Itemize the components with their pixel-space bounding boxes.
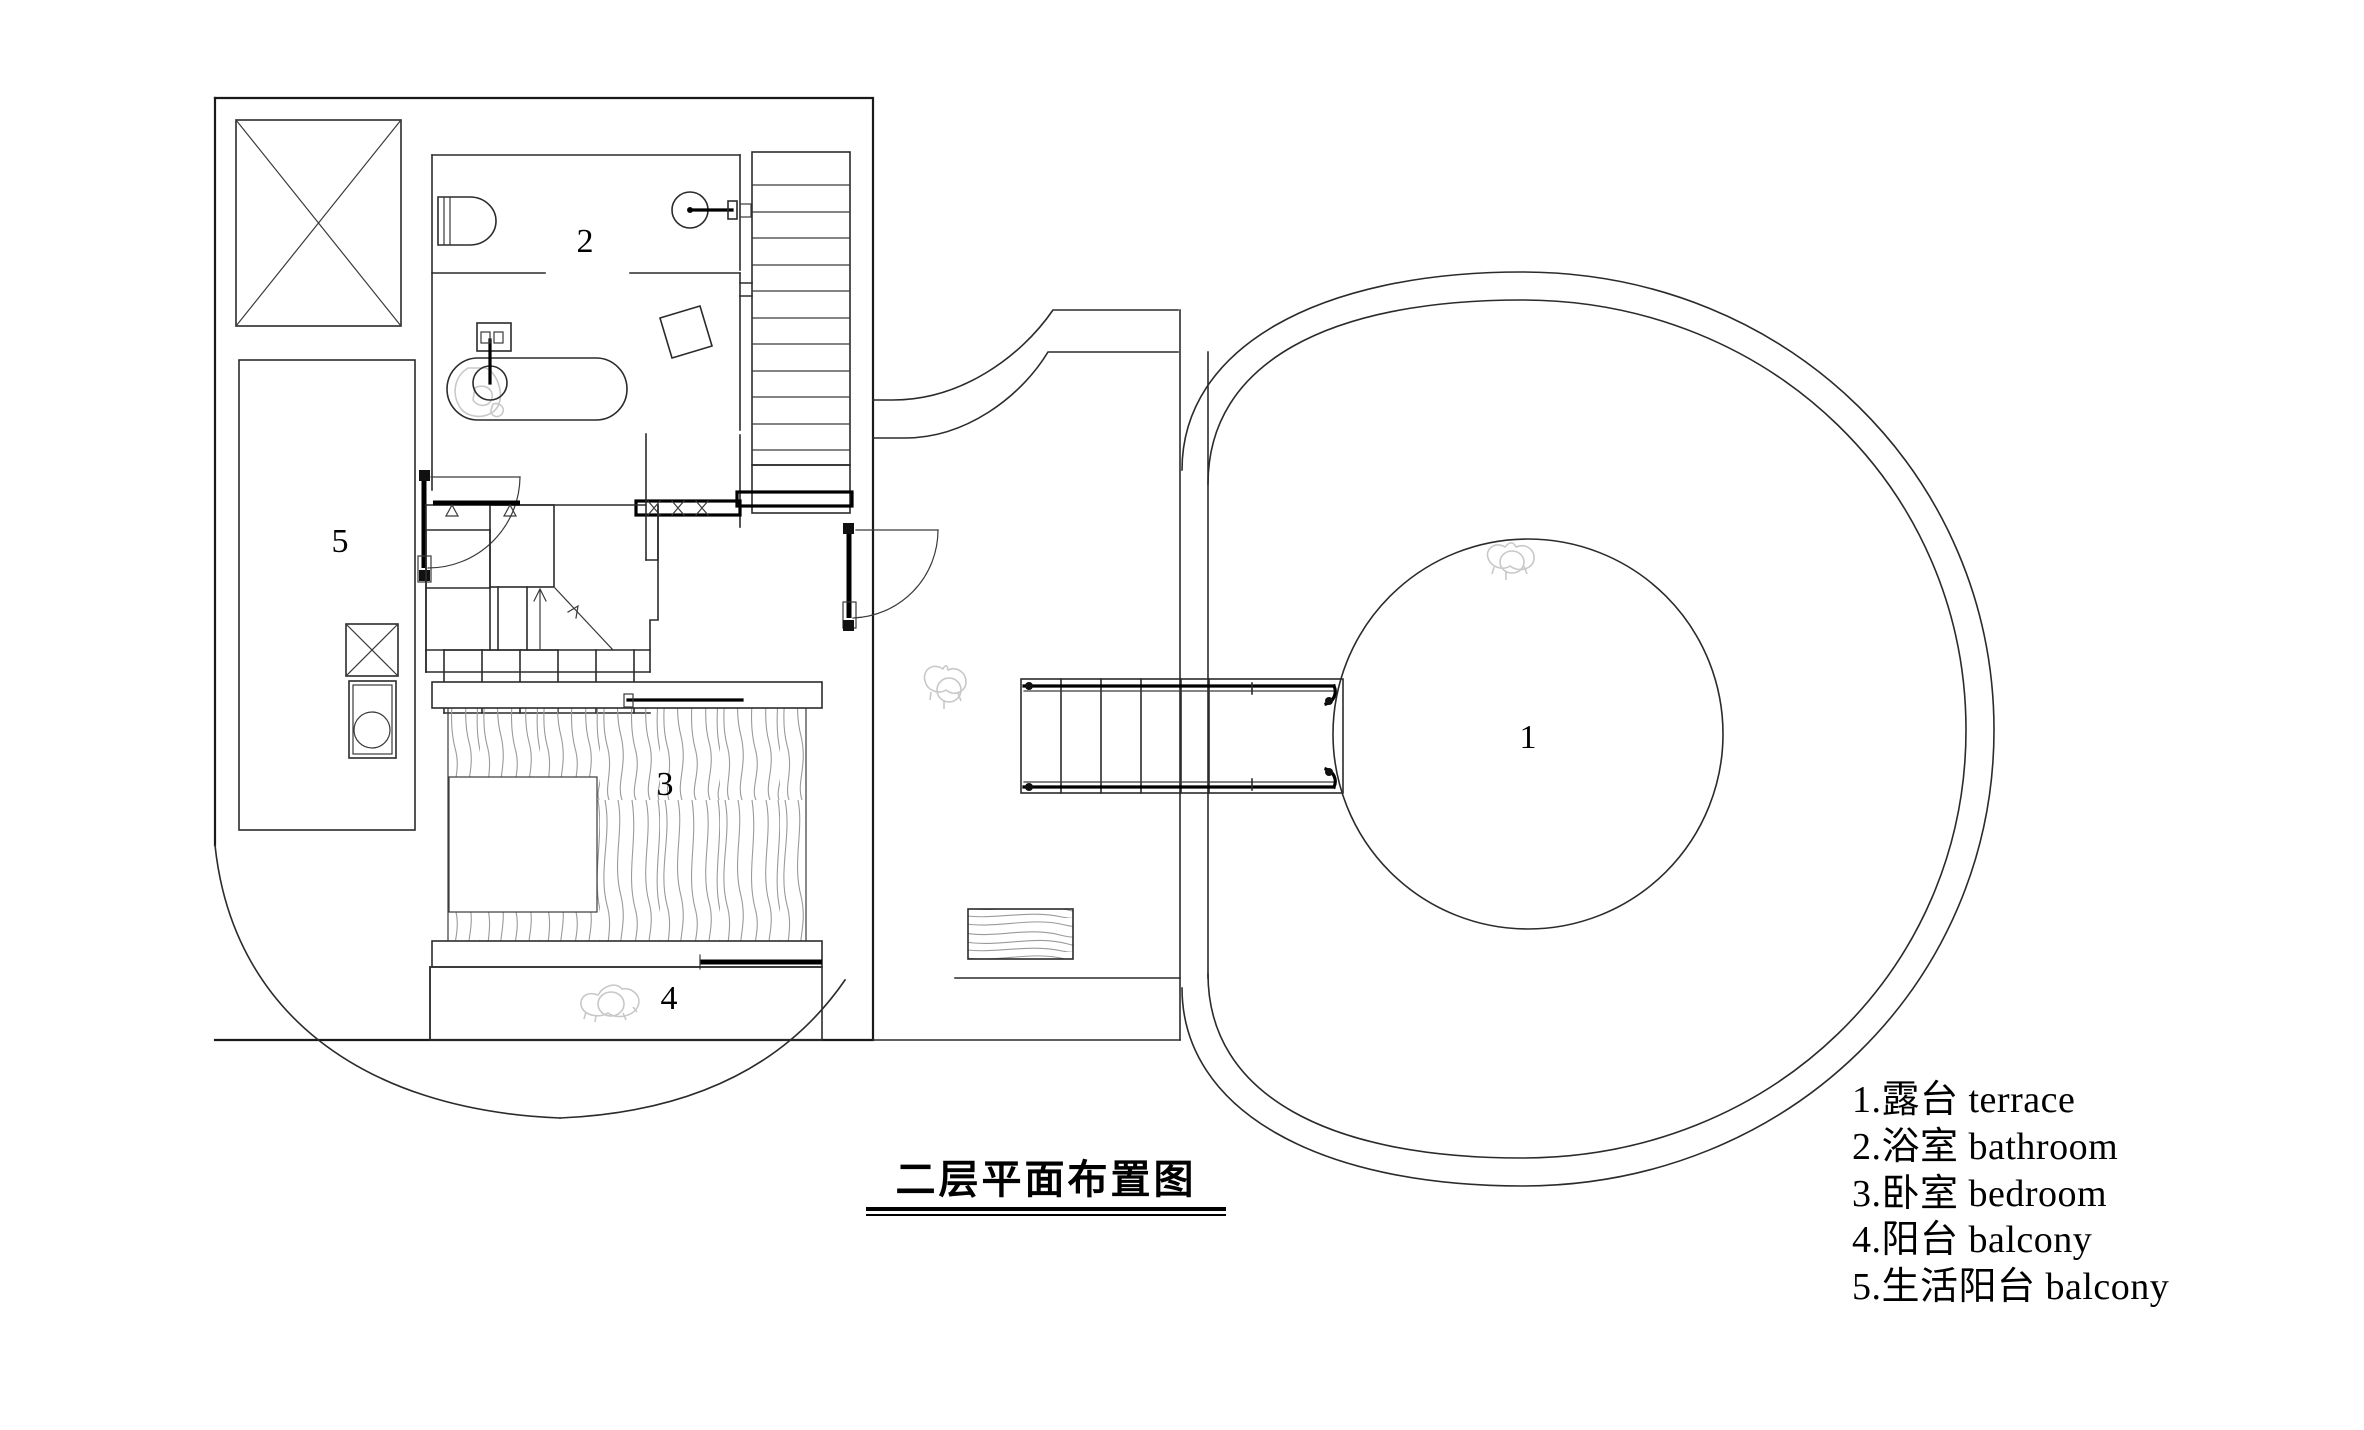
terrace-bridge-walkway [1020, 678, 1344, 794]
washbasin-fixture [671, 191, 752, 229]
legend-room-schedule: 1.露台 terrace 2.浴室 bathroom 3.卧室 bedroom … [1852, 1078, 2352, 1310]
room-number-balcony: 4 [661, 980, 678, 1017]
bathtub-fixture [446, 322, 628, 421]
bedroom-sliding-door[interactable] [623, 693, 744, 708]
legend-item-life-balcony: 5.生活阳台 balcony [1852, 1266, 2170, 1309]
plant-symbol-corridor [923, 664, 967, 709]
utility-sink-fixture [348, 680, 397, 759]
plant-symbol-terrace [1486, 542, 1535, 580]
room-life-balcony: 5 [238, 359, 416, 831]
room-number-bathroom: 2 [577, 223, 594, 260]
room-number-terrace: 1 [1520, 719, 1537, 756]
bathroom-door[interactable] [417, 470, 521, 583]
wood-deck-step [967, 908, 1074, 960]
room-bathroom: 2 [417, 154, 752, 583]
window-sill-corridor [735, 490, 854, 508]
main-staircase [739, 151, 851, 514]
plant-symbol-balcony [580, 984, 640, 1023]
drawing-title-block: 二层平面布置图 [866, 1160, 1226, 1216]
room-number-life-balcony: 5 [332, 523, 349, 560]
title-underline-thin [866, 1214, 1226, 1216]
room-bedroom: 3 [431, 681, 823, 970]
stair-landing-hatch [489, 504, 555, 588]
connecting-corridor [872, 309, 1209, 1041]
toilet-fixture [437, 196, 497, 246]
bed-fixture [448, 776, 598, 913]
legend-item-terrace: 1.露台 terrace [1852, 1079, 2076, 1121]
room-terrace: 1 [1181, 271, 1995, 1187]
title-underline-thick [866, 1207, 1226, 1211]
page-title: 二层平面布置图 [895, 1157, 1197, 1203]
stair-up-direction-arrow [533, 587, 614, 651]
legend-item-bathroom: 2.浴室 bathroom [1852, 1125, 2119, 1168]
legend-item-balcony: 4.阳台 balcony [1852, 1219, 2093, 1262]
window-sill-bathroom [634, 499, 742, 517]
corridor-door[interactable] [842, 523, 939, 631]
skylight-void-panel [235, 119, 402, 327]
legend-item-bedroom: 3.卧室 bedroom [1852, 1172, 2108, 1215]
internal-staircase [425, 433, 659, 714]
washing-machine-fixture [345, 623, 399, 677]
room-number-bedroom: 3 [657, 766, 674, 803]
tilted-stool-fixture [659, 305, 713, 359]
room-balcony: 4 [429, 966, 823, 1041]
